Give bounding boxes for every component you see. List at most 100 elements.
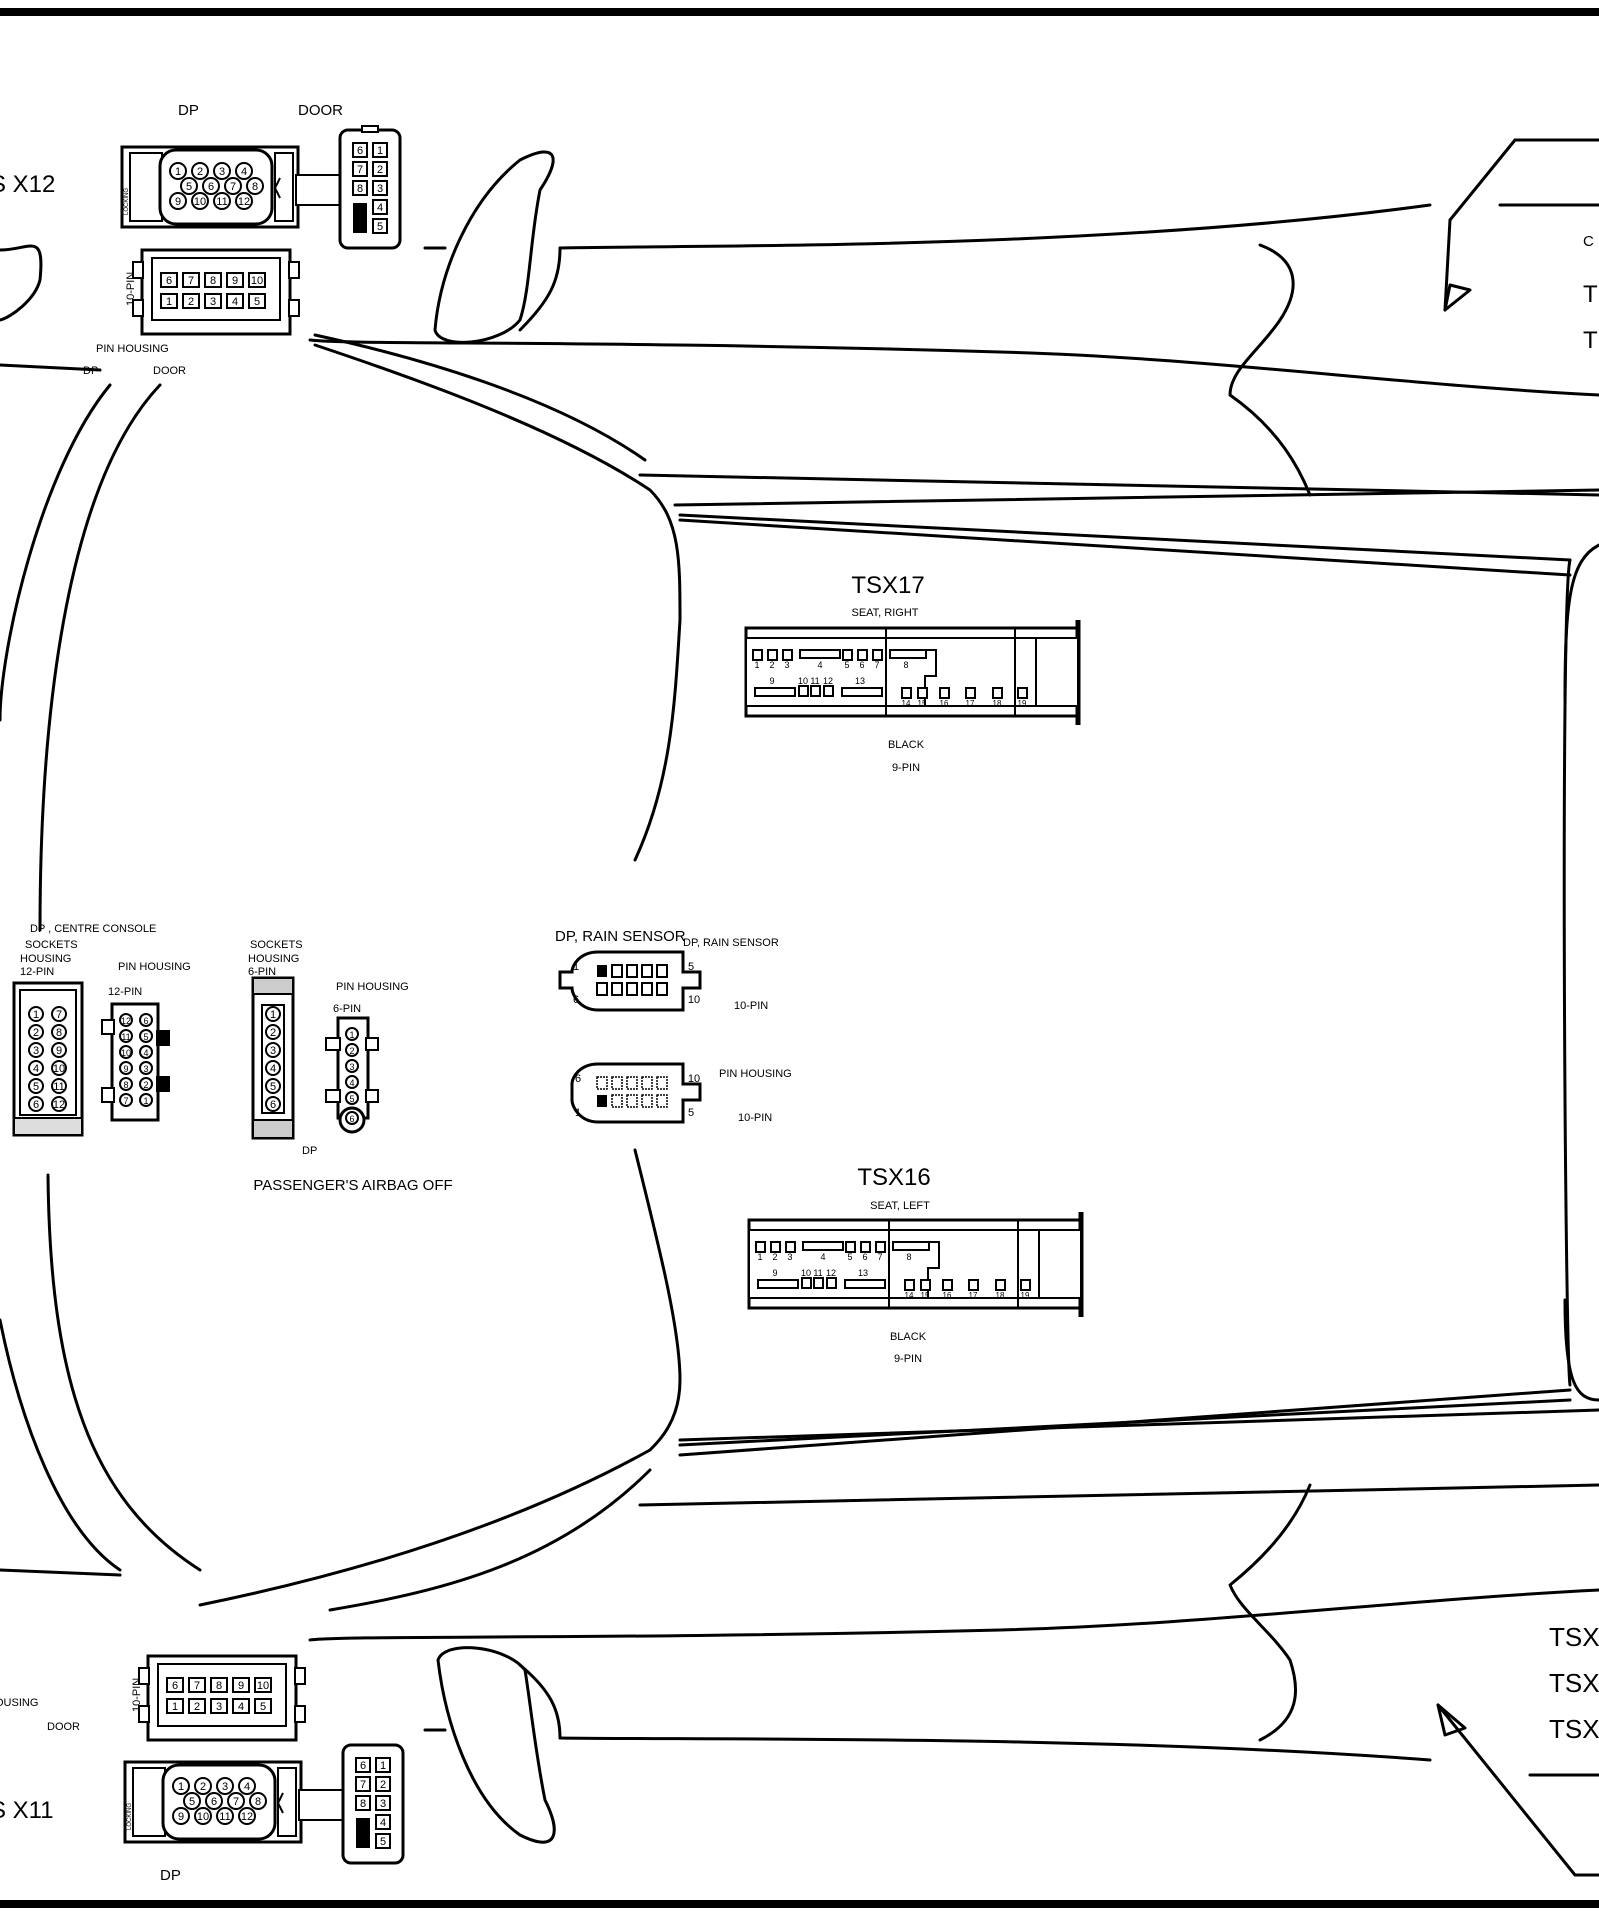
svg-text:3: 3 (33, 1045, 39, 1057)
label-right-t1: T (1583, 281, 1598, 308)
ab-sockets: SOCKETS (250, 939, 303, 951)
car-outline (0, 138, 1599, 1877)
tsx16-pin-count: 9-PIN (894, 1353, 922, 1365)
label-top-10pin: 10-PIN (125, 272, 137, 306)
pin10-housing-top: 6 7 8 9 10 1 2 3 4 5 10-PIN (125, 248, 300, 336)
svg-text:12: 12 (238, 196, 250, 208)
ab-housing: HOUSING (248, 953, 299, 965)
ab-6pin: 6-PIN (248, 966, 276, 978)
svg-text:5: 5 (349, 1094, 354, 1104)
svg-text:3: 3 (222, 1781, 228, 1793)
svg-text:14: 14 (905, 1291, 914, 1300)
svg-text:10: 10 (53, 1063, 65, 1075)
svg-text:2: 2 (377, 164, 383, 176)
svg-text:18: 18 (996, 1291, 1005, 1300)
tsx17-top-pins: 1 2 3 4 5 6 7 8 (752, 649, 927, 670)
svg-text:16: 16 (943, 1291, 952, 1300)
svg-text:1: 1 (172, 1701, 178, 1713)
svg-text:10: 10 (257, 1680, 269, 1692)
svg-text:4: 4 (244, 1781, 250, 1793)
svg-text:17: 17 (966, 699, 975, 708)
svg-text:3: 3 (349, 1062, 354, 1072)
svg-text:4: 4 (377, 202, 383, 214)
rain-subtitle: DP, RAIN SENSOR (683, 937, 779, 949)
svg-text:15: 15 (918, 699, 927, 708)
svg-text:1: 1 (33, 1009, 39, 1021)
svg-text:12: 12 (121, 1016, 131, 1026)
round-12pin-row3: 9 10 11 12 (169, 192, 253, 210)
svg-text:6: 6 (862, 1252, 867, 1262)
svg-text:6: 6 (349, 1114, 354, 1124)
svg-text:4: 4 (820, 1252, 825, 1262)
cc-title: DP , CENTRE CONSOLE (30, 923, 156, 935)
svg-text:12: 12 (53, 1099, 65, 1111)
svg-text:6: 6 (166, 275, 172, 287)
svg-text:4: 4 (349, 1078, 354, 1088)
svg-text:10: 10 (121, 1048, 131, 1058)
svg-text:2: 2 (197, 166, 203, 178)
svg-text:5: 5 (377, 221, 383, 233)
airbag-off-connectors: SOCKETS HOUSING 6-PIN PIN HOUSING 6-PIN … (248, 939, 453, 1194)
rain-10pin: 10-PIN (734, 1000, 768, 1012)
svg-text:11: 11 (121, 1032, 130, 1042)
label-bottom-tsx-1: TSX (1549, 1622, 1599, 1652)
svg-text:10: 10 (194, 196, 206, 208)
label-right-c: C (1583, 233, 1594, 250)
label-ts-x12: S X12 (0, 171, 55, 198)
svg-text:1: 1 (178, 1781, 184, 1793)
cc-sockets: SOCKETS (25, 939, 78, 951)
svg-text:1: 1 (573, 961, 579, 973)
svg-text:7: 7 (194, 1680, 200, 1692)
svg-text:1: 1 (380, 1760, 386, 1772)
label-bottom-door: DOOR (47, 1721, 80, 1733)
svg-text:14: 14 (902, 699, 911, 708)
svg-text:10: 10 (251, 275, 263, 287)
svg-text:7: 7 (123, 1096, 128, 1106)
top-frame-bar (0, 8, 1599, 16)
svg-text:5: 5 (260, 1701, 266, 1713)
svg-text:11: 11 (219, 1811, 230, 1823)
label-top-door: DOOR (298, 102, 343, 119)
ab-6pin-b: 6-PIN (333, 1003, 361, 1015)
svg-text:6: 6 (270, 1099, 276, 1111)
svg-text:3: 3 (784, 660, 789, 670)
svg-text:4: 4 (232, 296, 238, 308)
svg-text:3: 3 (143, 1064, 148, 1074)
svg-text:5: 5 (844, 660, 849, 670)
svg-text:11: 11 (813, 1268, 822, 1278)
label-ts-x11: S X11 (0, 1797, 54, 1824)
svg-text:19: 19 (1018, 699, 1027, 708)
svg-text:9: 9 (178, 1811, 184, 1823)
svg-text:12: 12 (823, 676, 833, 686)
svg-text:2: 2 (349, 1046, 354, 1056)
svg-text:2: 2 (188, 296, 194, 308)
svg-text:12: 12 (826, 1268, 836, 1278)
svg-text:16: 16 (940, 699, 949, 708)
svg-text:6: 6 (859, 660, 864, 670)
ab-pin-housing: PIN HOUSING (336, 981, 409, 993)
svg-text:7: 7 (877, 1252, 882, 1262)
svg-text:1: 1 (270, 1009, 276, 1021)
cc-pin-housing: PIN HOUSING (118, 961, 191, 973)
bottom-frame-bar (0, 1900, 1599, 1908)
label-top-door-small: DOOR (153, 365, 186, 377)
cc-socket-left-col: 1 2 3 4 5 6 (28, 1006, 44, 1112)
svg-text:8: 8 (252, 181, 258, 193)
svg-text:6: 6 (357, 145, 363, 157)
label-bottom-tsx-3: TSX (1549, 1714, 1599, 1744)
svg-text:12: 12 (241, 1811, 253, 1823)
svg-text:19: 19 (1021, 1291, 1030, 1300)
svg-text:9: 9 (232, 275, 238, 287)
cc-12pin: 12-PIN (20, 966, 54, 978)
svg-text:3: 3 (270, 1045, 276, 1057)
rain-pin-housing: PIN HOUSING (719, 1068, 792, 1080)
label-top-pin-housing: PIN HOUSING (96, 343, 169, 355)
svg-text:8: 8 (357, 183, 363, 195)
svg-text:4: 4 (817, 660, 822, 670)
cc-12pin-b: 12-PIN (108, 986, 142, 998)
svg-text:4: 4 (238, 1701, 244, 1713)
round-12pin-bottom-pins: 1 2 3 4 5 6 7 8 9 10 11 12 (172, 1777, 267, 1825)
svg-text:17: 17 (969, 1291, 978, 1300)
tsx16-title: TSX16 (857, 1164, 930, 1191)
